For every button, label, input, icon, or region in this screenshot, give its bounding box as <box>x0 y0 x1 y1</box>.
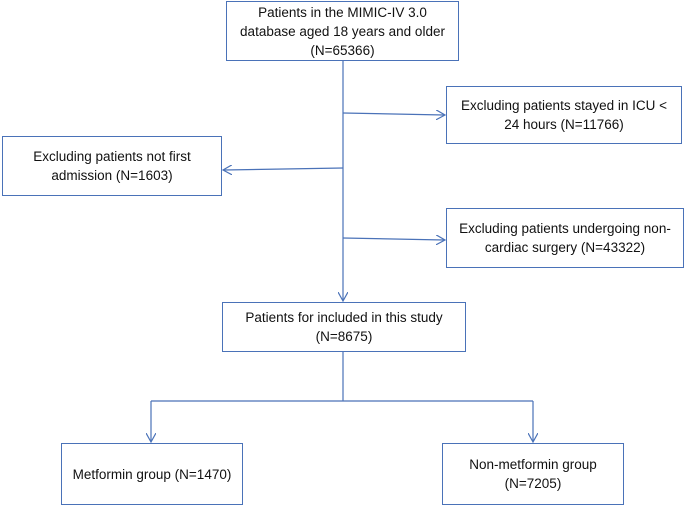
exclusion-icu-text: Excluding patients stayed in ICU < 24 ho… <box>461 98 667 132</box>
metformin-group-text: Metformin group (N=1470) <box>72 466 232 482</box>
non-metformin-group-text: Non-metformin group (N=7205) <box>469 457 597 491</box>
exclusion-surgery-text: Excluding patients undergoing non-cardia… <box>459 221 671 255</box>
exclusion-first-admission-box: Excluding patients not first admission (… <box>2 136 222 196</box>
exclusion-icu-box: Excluding patients stayed in ICU < 24 ho… <box>446 86 682 144</box>
branch-surgery-line <box>342 238 444 240</box>
branch-icu-line <box>342 113 444 115</box>
start-population-box: Patients in the MIMIC-IV 3.0 database ag… <box>226 1 459 61</box>
non-metformin-group-box: Non-metformin group (N=7205) <box>442 443 624 505</box>
start-population-text: Patients in the MIMIC-IV 3.0 database ag… <box>240 4 445 58</box>
exclusion-surgery-box: Excluding patients undergoing non-cardia… <box>446 208 684 268</box>
metformin-group-box: Metformin group (N=1470) <box>61 443 243 505</box>
exclusion-first-admission-text: Excluding patients not first admission (… <box>33 149 191 183</box>
included-population-text: Patients for included in this study (N=8… <box>245 310 443 344</box>
branch-first-line <box>224 168 344 170</box>
included-population-box: Patients for included in this study (N=8… <box>222 302 466 352</box>
